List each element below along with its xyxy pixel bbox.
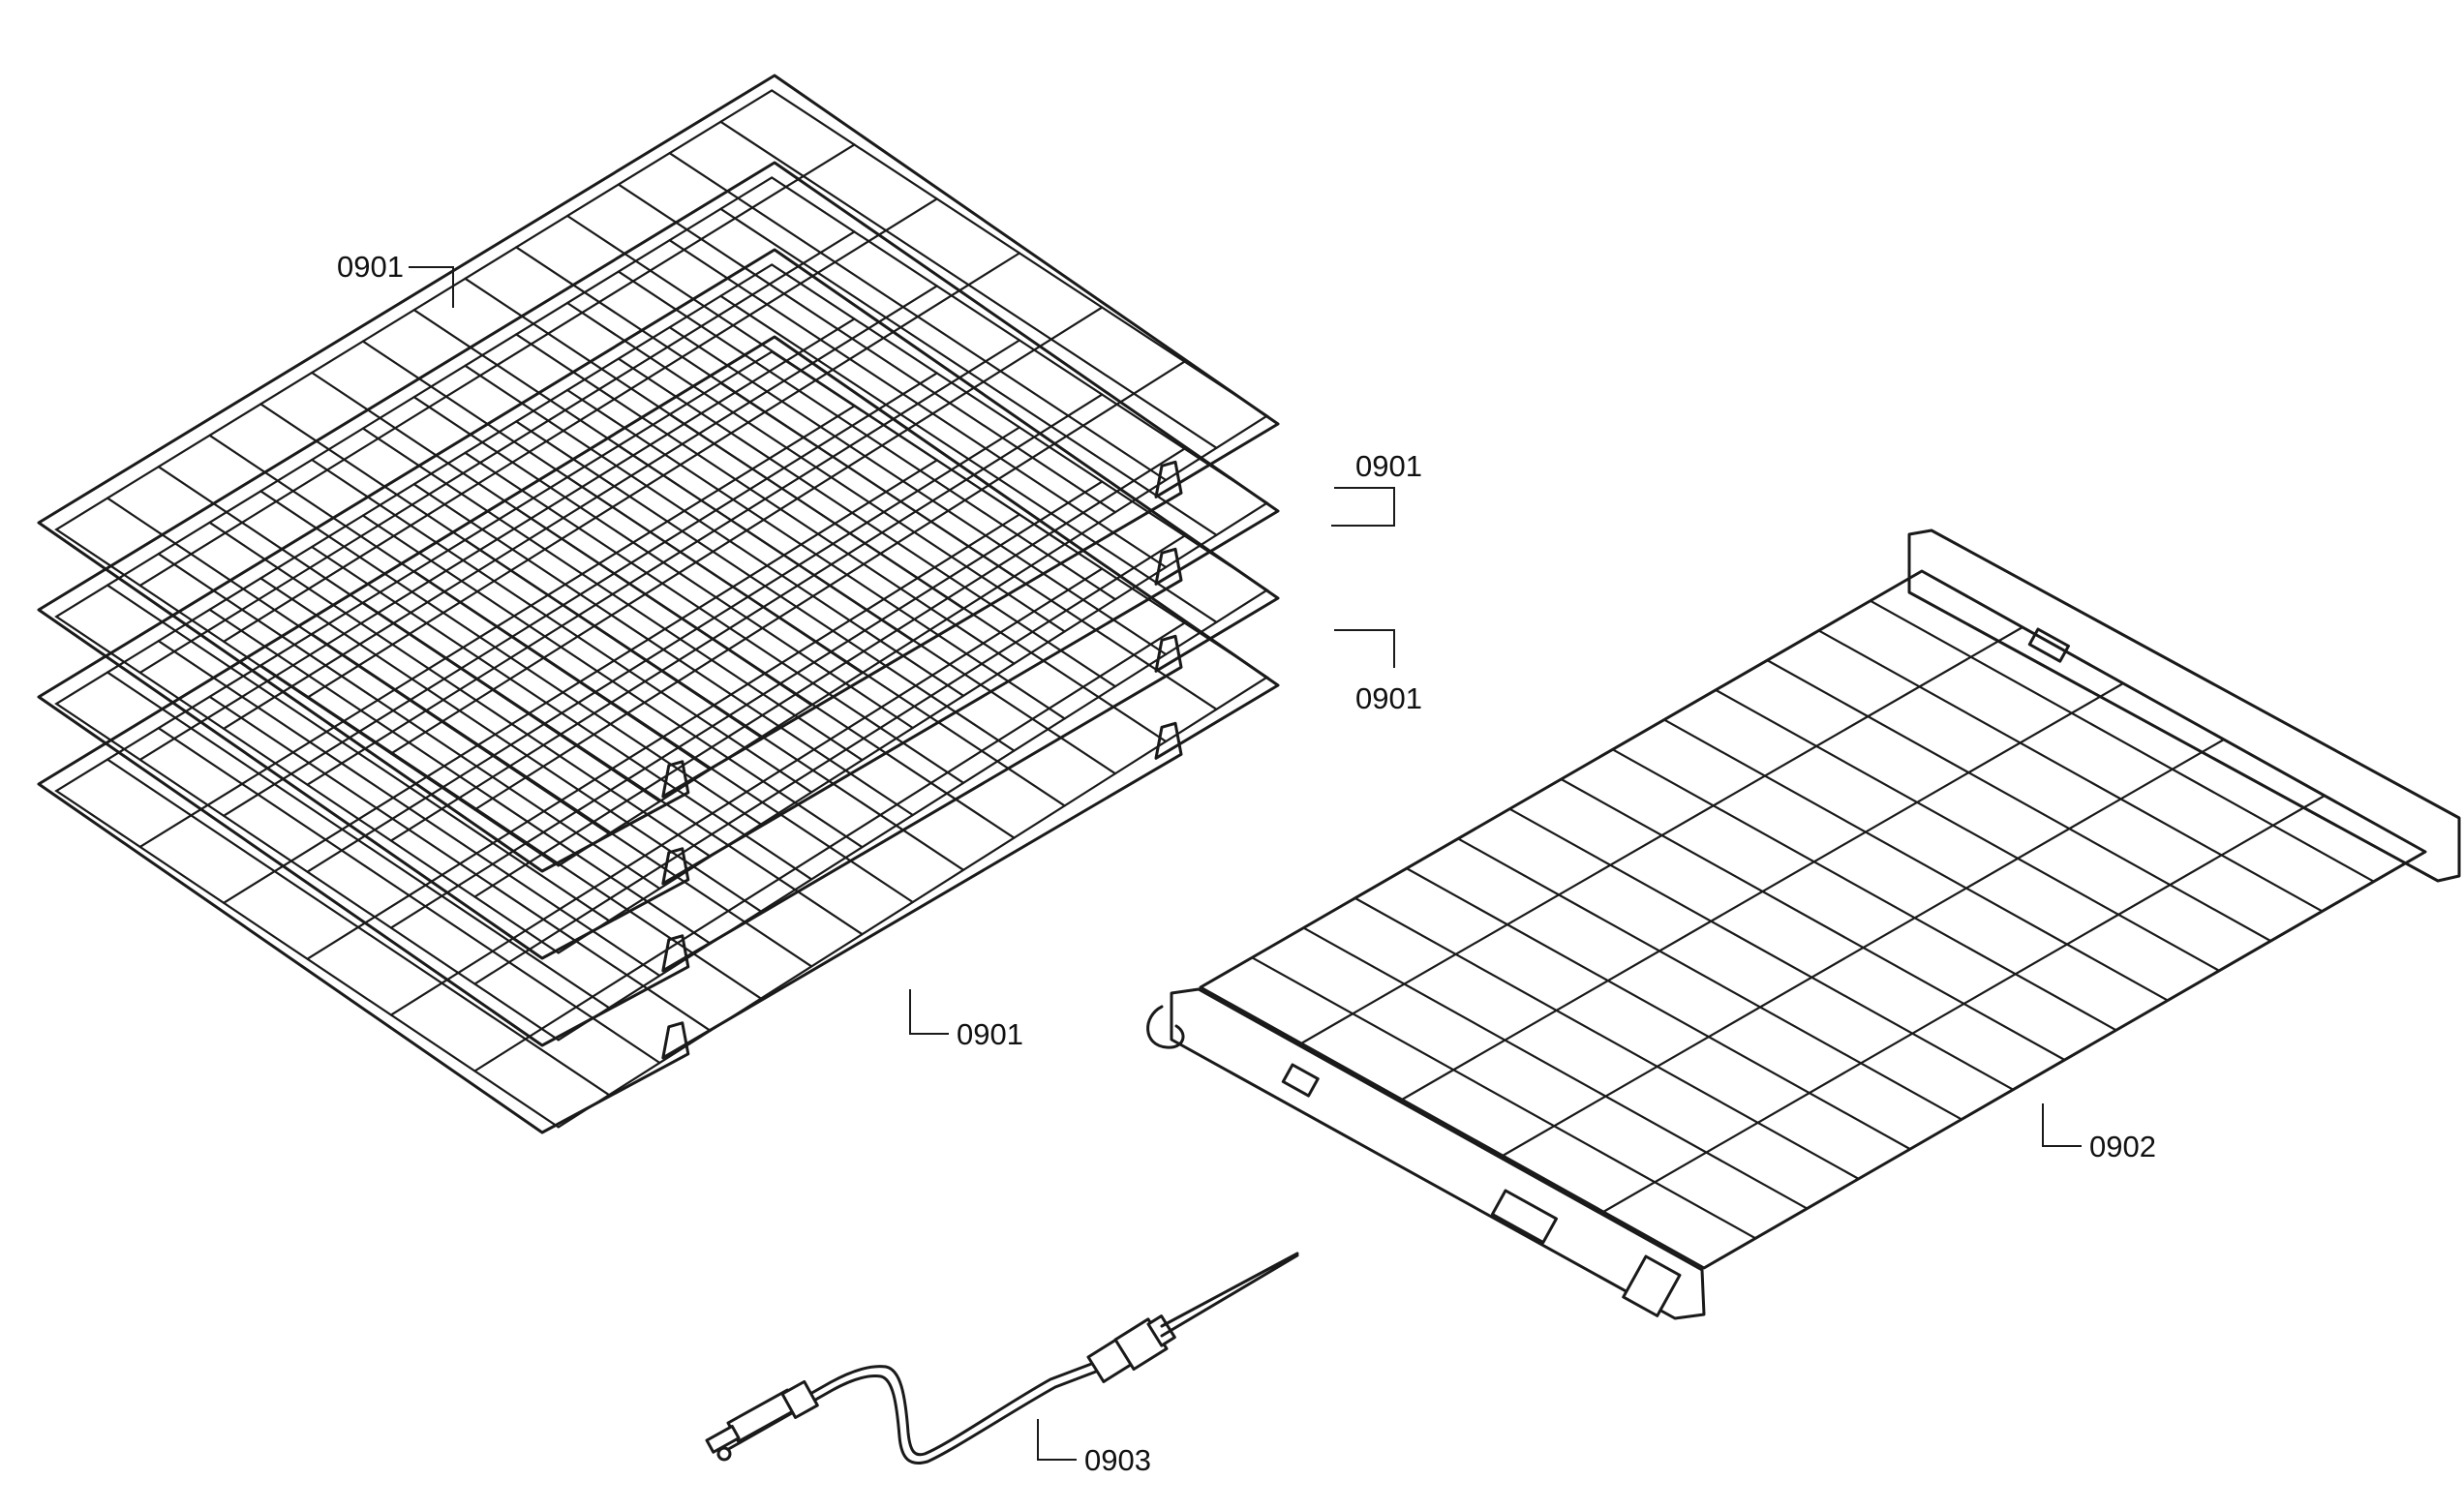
telescopic-rod (1611, 748, 2117, 1032)
telescopic-grid-frame (1199, 569, 2427, 1270)
telescopic-rod (1560, 777, 2066, 1062)
telescopic-rod (1251, 956, 1757, 1240)
telescopic-back-rail (1907, 528, 2461, 883)
telescopic-hook (1146, 1005, 1185, 1049)
callout-label: 0903 (1084, 1443, 1151, 1477)
callout-telescopic-rack: 0902 (2042, 1103, 2156, 1163)
callout-rack-second: 0901 (1331, 449, 1422, 527)
callout-label: 0902 (2089, 1130, 2156, 1163)
telescopic-front-rail (1170, 987, 1706, 1320)
rack-cross-rod (473, 360, 1186, 811)
rack-cross-rod (306, 252, 1021, 699)
rack-cross-rod (138, 230, 856, 675)
callout-rack-third: 0901 (1334, 629, 1422, 715)
rack-cross-rod (222, 285, 938, 730)
rack-outer-frame (37, 161, 1280, 960)
telescopic-rod (1869, 599, 2375, 883)
wire-rack-stack (37, 74, 1280, 1134)
probe-cable (715, 1361, 1096, 1457)
wire-rack-third (37, 248, 1280, 1047)
rack-cross-rod (473, 621, 1186, 1072)
telescopic-rod (1354, 896, 1860, 1180)
telescopic-rod (1662, 718, 2170, 1002)
telescopic-cross-rod (1299, 625, 2024, 1045)
telescopic-cross-rod (1501, 738, 2226, 1158)
slide-clip (1281, 1063, 1320, 1098)
rack-cross-rod (389, 480, 1104, 929)
probe-plug (705, 1379, 819, 1462)
callout-meat-probe: 0903 (1037, 1419, 1151, 1477)
rack-cross-rod (473, 534, 1186, 985)
slide-latch (1490, 1189, 1558, 1245)
rack-cross-rod (306, 339, 1021, 786)
wire-rack-top (37, 74, 1280, 873)
telescopic-rod (1817, 629, 2324, 913)
telescopic-cross-rod (1601, 794, 2327, 1214)
telescopic-rack (1146, 528, 2461, 1320)
rack-cross-rod (389, 393, 1104, 842)
telescopic-rod (1508, 807, 2015, 1091)
slide-end-stop (1622, 1254, 1682, 1317)
rack-cross-rod (389, 306, 1104, 755)
telescopic-cross-rod (1400, 681, 2125, 1102)
telescopic-rod (1405, 867, 1911, 1151)
meat-probe (705, 1252, 1299, 1465)
telescopic-rod (1766, 659, 2272, 943)
telescopic-wire-grid (1199, 569, 2427, 1270)
probe-grip (1086, 1314, 1176, 1383)
callout-label: 0901 (1355, 449, 1422, 483)
callout-rack-bottom: 0901 (909, 989, 1023, 1051)
rack-outer-frame (37, 335, 1280, 1134)
telescopic-rod (1715, 688, 2221, 972)
callout-label: 0901 (1355, 681, 1422, 715)
rack-cross-rod (138, 143, 856, 588)
rack-outer-frame (37, 74, 1280, 873)
callout-rack-top: 0901 (337, 250, 454, 308)
rack-outer-frame (37, 248, 1280, 1047)
rack-cross-rod (389, 567, 1104, 1016)
telescopic-rod (1456, 837, 1963, 1121)
rack-cross-rod (222, 197, 938, 643)
rack-cross-rod (473, 447, 1186, 898)
probe-cable-outline (716, 1370, 1098, 1465)
probe-needle (1160, 1252, 1299, 1338)
callout-label: 0901 (337, 250, 404, 284)
telescopic-rod (1302, 926, 1809, 1210)
callout-label: 0901 (957, 1017, 1023, 1051)
